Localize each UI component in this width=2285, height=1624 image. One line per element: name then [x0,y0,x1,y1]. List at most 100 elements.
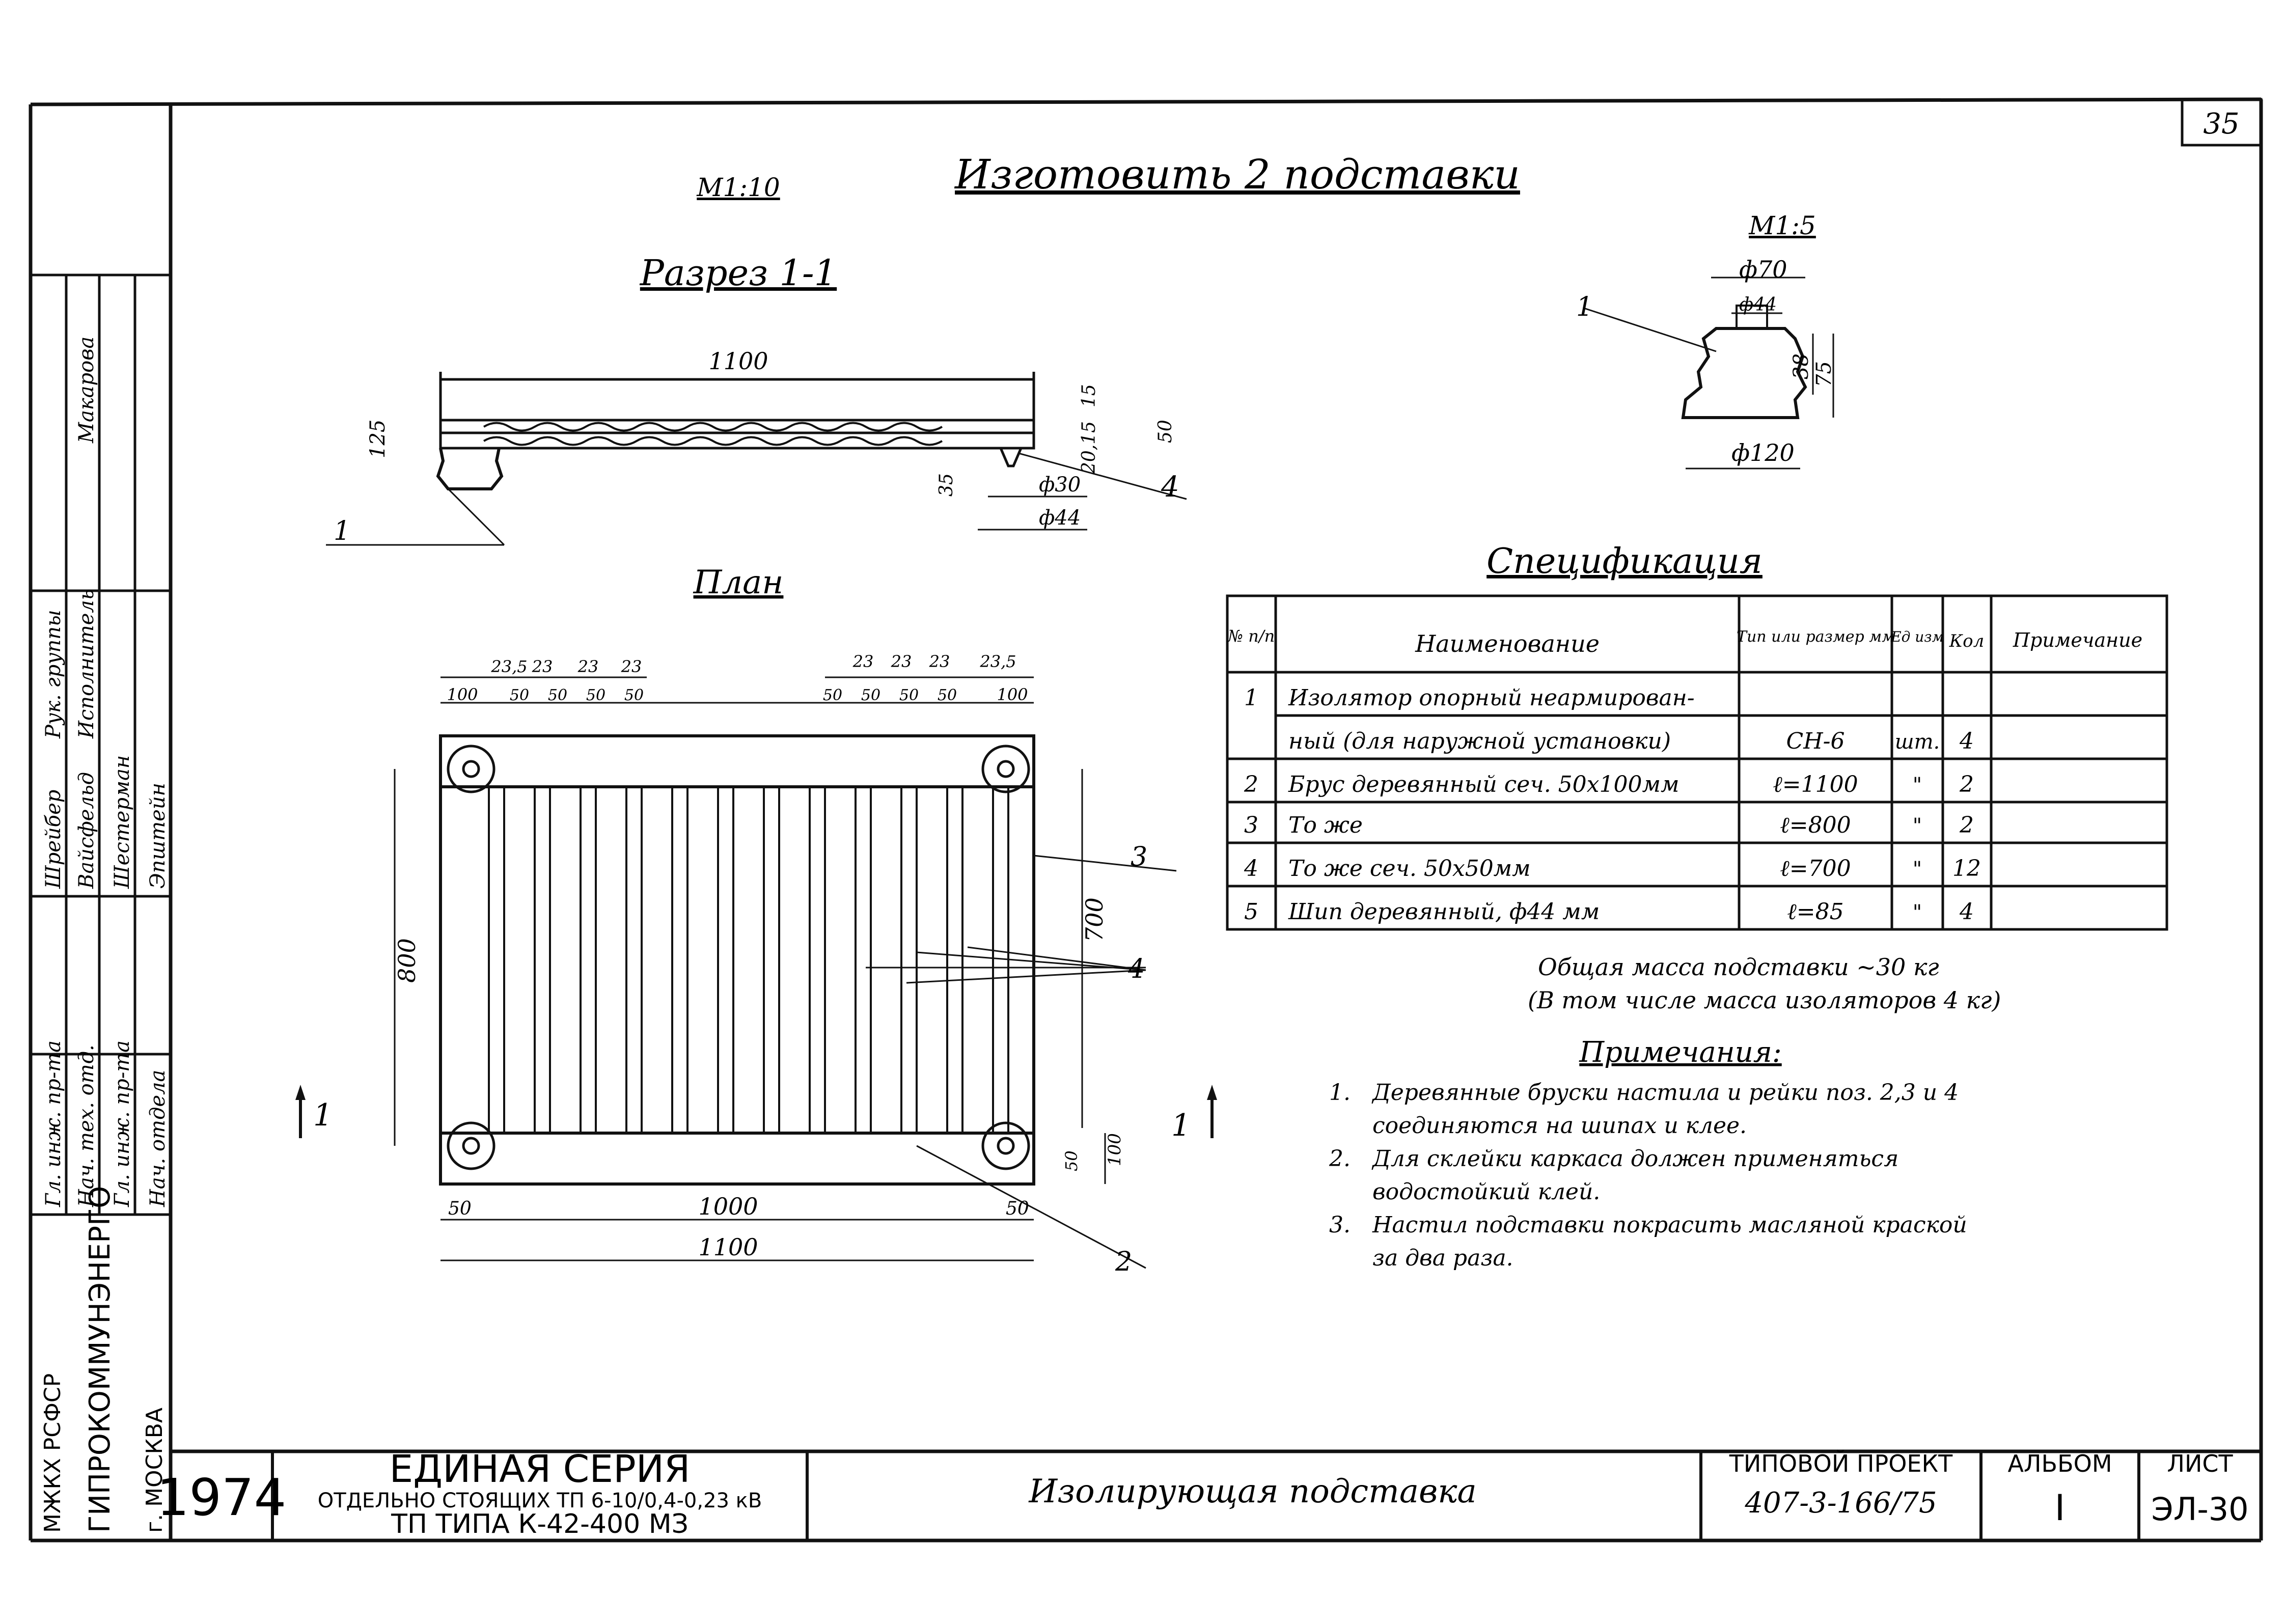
stamp-group-lead: Рук. группы [42,610,65,739]
spec-row: 4 То же сеч. 50х50мм ℓ=700 " 12 [1244,856,1981,882]
svg-text:4: 4 [1959,728,1974,754]
detail-h38: 38 [1790,353,1813,379]
project-label: ТИПОВОЙ ПРОЕКТ [1729,1450,1953,1477]
drawing-name: Изолирующая подставка [1028,1473,1476,1510]
callout-1-section: 1 [334,516,350,546]
note-2-line-1: Для склейки каркаса должен применяться [1371,1146,1898,1172]
dim-35: 35 [936,473,957,497]
svg-text:ℓ=700: ℓ=700 [1780,856,1851,882]
scale-detail: М1:5 [1748,211,1816,240]
sheet-number: 35 [2203,107,2239,141]
spec-row: 1 Изолятор опорный неармирован- [1244,685,1695,711]
dim-d44: ф44 [1039,506,1081,530]
plan-dim-23-r2: 23 [891,652,912,671]
stamp-name-2: Вайсфельд [75,772,98,889]
note-1-number: 1. [1329,1080,1351,1106]
note-2-number: 2. [1329,1146,1351,1172]
section-label: Разрез 1-1 [639,252,837,294]
spec-table: Спецификация № п/п Наименование Тип или … [1226,541,2168,931]
svg-text:1: 1 [1244,685,1258,711]
plan-dim-50-r: 50 [1062,1150,1081,1171]
plan-dim-23-5-left: 23,5 [490,657,527,676]
svg-text:": " [1913,774,1922,797]
svg-text:ℓ=800: ℓ=800 [1780,812,1851,838]
plan-dim-50-l1: 50 [510,686,529,704]
svg-text:шт.: шт. [1895,730,1940,754]
stamp-org-1: МЖКХ РСФСР [40,1373,66,1533]
plan-dim-50-bl: 50 [448,1198,472,1219]
top-beam [439,734,1035,788]
side-stamp: Гл. инж. пр-та Нач. тех. отд. Гл. инж. п… [31,273,171,1533]
pin-section [999,448,1023,467]
section-marker-right: 1 [1171,1085,1217,1143]
dim-20-15: 20,15 [1079,421,1099,474]
spec-header-num: № п/п [1227,626,1275,646]
series-line-2: ОТДЕЛЬНО СТОЯЩИХ ТП 6-10/0,4-0,23 кВ [318,1489,762,1512]
plan-label: План [693,564,784,601]
plan-dim-1100: 1100 [698,1233,758,1261]
plan-dim-50-l2: 50 [548,686,567,704]
sheet-frame [29,97,2263,1543]
notes: Примечания: 1. Деревянные бруски настила… [1329,1036,1967,1271]
stamp-name-3: Шестерман [111,755,134,889]
insulator-detail: 1 ф70 ф44 ф120 38 75 [1576,256,1836,470]
note-3-number: 3. [1329,1212,1351,1238]
svg-text:СН-6: СН-6 [1786,728,1845,754]
detail-d44: ф44 [1739,294,1777,315]
svg-text:ный (для наружной установки): ный (для наружной установки) [1288,728,1671,754]
note-2-line-2: водостойкий клей. [1372,1179,1600,1205]
svg-text:": " [1913,858,1922,881]
dim-d30: ф30 [1039,473,1081,497]
svg-text:ℓ=85: ℓ=85 [1787,899,1843,925]
spec-header-qty: Кол [1949,631,1984,651]
sheet-value: ЭЛ-30 [2151,1491,2248,1528]
svg-text:": " [1913,901,1922,924]
stamp-name-1: Шрейбер [42,790,65,889]
svg-text:Шип деревянный, ф44 мм: Шип деревянный, ф44 мм [1288,899,1600,925]
svg-text:1: 1 [313,1097,333,1133]
stamp-org-3: г. МОСКВА [142,1408,168,1533]
mass-line-2: (В том числе масса изоляторов 4 кг) [1528,986,2001,1014]
mass-line-1: Общая масса подставки ~30 кг [1538,953,1939,981]
slat-hatching [483,422,943,446]
svg-text:Брус деревянный сеч. 50х100мм: Брус деревянный сеч. 50х100мм [1288,772,1679,797]
svg-text:То же: То же [1288,812,1363,838]
plan-dim-50-r1: 50 [823,686,842,704]
plan-dim-1000: 1000 [698,1193,758,1220]
plan-dim-50-l4: 50 [624,686,644,704]
plan-dim-100-left: 100 [447,685,478,704]
plan-dim-50-l3: 50 [586,686,605,704]
scale-main: М1:10 [696,173,780,202]
plan-callout-2: 2 [1115,1247,1132,1277]
spec-header-unit: Ед изм [1890,628,1944,645]
plan-dim-50-r4: 50 [938,686,957,704]
plan-dim-23-l3: 23 [621,657,642,676]
plan-dim-23-l1: 23 [532,657,553,676]
spec-header-type: Тип или размер мм [1737,628,1894,646]
detail-d120: ф120 [1731,439,1795,466]
svg-text:4: 4 [1959,899,1974,925]
stamp-role-4: Нач. отдела [146,1070,170,1207]
series-line-3: ТП ТИПА К-42-400 МЗ [391,1509,689,1539]
spec-row: 2 Брус деревянный сеч. 50х100мм ℓ=1100 "… [1244,772,1974,797]
svg-text:3: 3 [1244,812,1258,838]
plan-dim-23-l2: 23 [577,657,599,676]
album-label: АЛЬБОМ [2007,1450,2112,1477]
plan-dim-50-r3: 50 [899,686,919,704]
title-block: 1974 ЕДИНАЯ СЕРИЯ ОТДЕЛЬНО СТОЯЩИХ ТП 6-… [157,1447,2249,1540]
note-3-line-2: за два раза. [1372,1245,1513,1271]
project-number: 407-3-166/75 [1744,1487,1937,1520]
dim-1100: 1100 [708,347,768,375]
svg-text:": " [1913,814,1922,838]
series-title: ЕДИНАЯ СЕРИЯ [390,1447,691,1491]
svg-text:Изолятор опорный неармирован-: Изолятор опорный неармирован- [1288,685,1695,711]
title-year: 1974 [157,1468,287,1527]
svg-text:2: 2 [1244,772,1258,797]
insulator-section [436,448,504,490]
insulator-markers [447,745,1030,1170]
stamp-executor: Исполнитель [75,589,98,739]
dim-125: 125 [366,420,390,458]
svg-text:То же сеч. 50х50мм: То же сеч. 50х50мм [1288,856,1531,882]
svg-text:2: 2 [1959,812,1974,838]
plan-dim-100-r: 100 [1105,1133,1125,1166]
